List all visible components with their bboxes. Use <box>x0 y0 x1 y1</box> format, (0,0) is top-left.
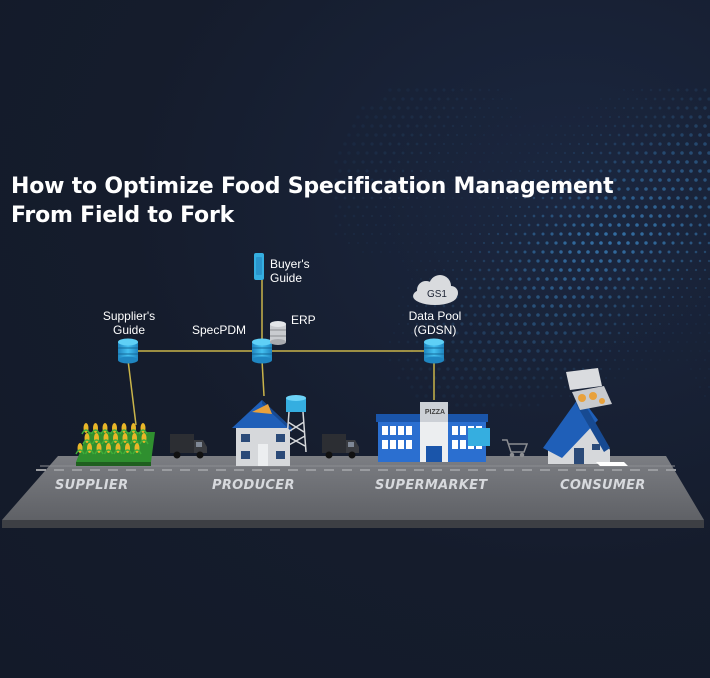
stage-label-supermarket: SUPERMARKET <box>375 478 488 493</box>
delivery-truck-2 <box>322 434 359 459</box>
specpdm-label: SpecPDM <box>192 323 247 337</box>
title-line-1: How to Optimize Food Specification Manag… <box>11 174 614 199</box>
supermarket-building <box>376 402 490 462</box>
supplier-cornfield <box>75 423 155 466</box>
producer-factory <box>232 400 292 466</box>
stage-label-supplier: SUPPLIER <box>55 478 129 493</box>
road-platform <box>2 456 704 528</box>
gs1-label: GS1 <box>426 289 447 300</box>
stage-label-consumer: CONSUMER <box>560 478 646 493</box>
connector-lines <box>127 280 435 426</box>
pizza-sign: PIZZA <box>424 409 446 416</box>
water-tower <box>285 395 307 453</box>
shopping-cart-icon <box>502 439 529 458</box>
suppliers-guide-label: Supplier's Guide <box>102 309 156 337</box>
consumer-house <box>543 396 628 466</box>
database-icon-data-pool <box>424 338 444 364</box>
buyers-guide-label: Buyer's Guide <box>270 257 310 285</box>
pizza-box <box>566 368 612 410</box>
delivery-truck-1 <box>170 434 207 459</box>
erp-label: ERP <box>291 313 316 327</box>
database-icon-specpdm <box>252 338 272 364</box>
title-line-2: From Field to Fork <box>11 203 235 228</box>
stage-label-producer: PRODUCER <box>212 478 295 493</box>
data-pool-label: Data Pool (GDSN) <box>408 309 462 337</box>
erp-server-icon <box>270 321 286 345</box>
database-icon-supplier <box>118 338 138 364</box>
gs1-cloud-icon <box>413 275 458 305</box>
page-title: How to Optimize Food Specification Manag… <box>11 172 614 230</box>
mobile-device-icon <box>254 253 264 280</box>
